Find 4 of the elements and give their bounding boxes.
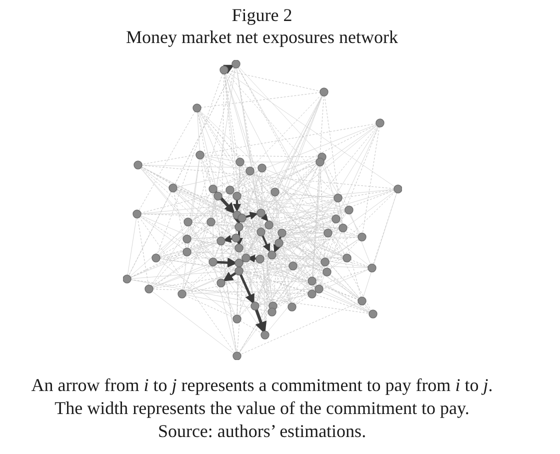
figure-title: Money market net exposures network: [126, 26, 398, 48]
figure-caption: An arrow from i to j represents a commitment to pay from i to j. The width represents the value of the commitment to pay.: [31, 374, 493, 420]
source-note: Source: authors’ estimations.: [158, 420, 366, 443]
figure-number: Figure 2: [232, 4, 292, 26]
